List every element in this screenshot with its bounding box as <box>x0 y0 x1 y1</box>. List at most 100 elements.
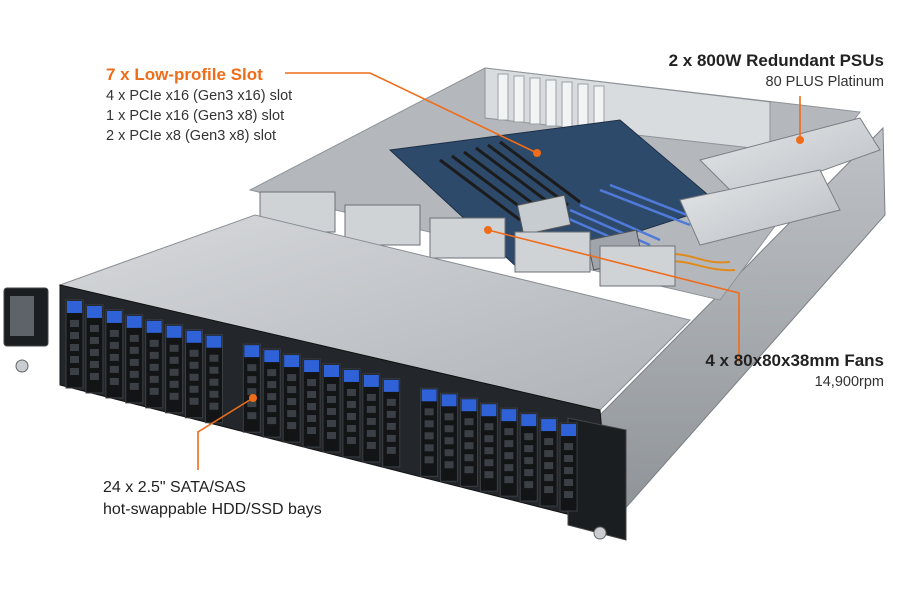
drive-bay-vent <box>424 444 434 452</box>
drive-bay-latch <box>481 404 497 417</box>
drive-bay-latch <box>541 419 557 432</box>
drive-bay-vent <box>327 420 336 427</box>
slot-leader <box>285 72 538 154</box>
drive-bay-vent <box>307 403 317 411</box>
slot-line-1: 4 x PCIe x16 (Gen3 x16) slot <box>106 88 293 104</box>
drive-bay-vent <box>267 405 277 413</box>
drive-bay-latch <box>561 424 577 437</box>
drive-bay-latch <box>186 330 202 343</box>
drive-bay-vent <box>129 382 139 390</box>
drive-bay-vent <box>366 393 376 401</box>
drive-bay-vent <box>209 390 219 398</box>
fans-leader <box>487 229 740 362</box>
drive-bay-vent <box>564 491 574 499</box>
drive-bay-vent <box>189 373 199 381</box>
drive-bay-vent <box>189 361 199 369</box>
drive-bay-latch <box>501 409 517 422</box>
drive-bay-vent <box>524 469 534 477</box>
drive-bay-vent <box>327 432 336 439</box>
slot-annotation: 7 x Low-profile Slot 4 x PCIe x16 (Gen3 … <box>106 64 292 146</box>
drive-bay-latch <box>461 399 477 412</box>
drive-bay-vent <box>504 464 514 472</box>
drive-bay-vent <box>346 388 356 396</box>
drive-bay-vent <box>346 424 356 432</box>
left-ear-panel <box>10 296 34 336</box>
drive-bay-vent <box>504 452 514 460</box>
drive-bay-latch <box>146 320 162 333</box>
drive-bay-vent <box>267 381 277 389</box>
drive-bay-vent <box>444 461 454 469</box>
psu-title: 2 x 800W Redundant PSUs <box>668 51 884 70</box>
drive-bay-vent <box>424 420 434 428</box>
drive-bay-vent <box>564 479 574 487</box>
drive-bay-vent <box>169 356 179 364</box>
drive-bay-vent <box>70 368 79 375</box>
drive-bay-vent <box>424 432 434 440</box>
fans-subtitle: 14,900rpm <box>814 374 884 390</box>
drive-bay-vent <box>209 378 219 386</box>
drive-bay-vent <box>287 422 297 430</box>
drive-bay-vent <box>484 447 494 455</box>
drive-bay-vent <box>504 428 514 436</box>
drive-bays <box>65 299 578 512</box>
drive-bay-vent <box>287 410 297 418</box>
drive-bay-vent <box>484 471 494 479</box>
drive-bay-latch <box>324 365 339 377</box>
drive-bay-vent <box>544 462 554 470</box>
drive-bay-latch <box>264 350 280 363</box>
drive-bay-vent <box>366 441 376 449</box>
drive-bay-vent <box>89 360 99 368</box>
drive-bay-vent <box>386 446 396 454</box>
drive-bay-vent <box>247 412 257 420</box>
drive-bay-vent <box>544 450 554 458</box>
drive-bay-latch <box>244 345 260 358</box>
drive-bay-vent <box>366 405 376 413</box>
drive-bay-vent <box>366 429 376 437</box>
left-thumbscrew <box>15 359 29 373</box>
drive-bay-vent <box>564 467 574 475</box>
drive-bay-vent <box>189 349 199 357</box>
drive-bay-vent <box>386 422 396 430</box>
bays-annotation: 24 x 2.5" SATA/SAS hot-swappable HDD/SSD… <box>103 477 322 521</box>
drive-bay-vent <box>307 427 317 435</box>
drive-bay-vent <box>109 353 119 361</box>
drive-bay-latch <box>126 315 142 328</box>
drive-bay-latch <box>206 335 222 348</box>
drive-bay-vent <box>366 417 376 425</box>
bays-line-1: 24 x 2.5" SATA/SAS <box>103 479 246 496</box>
drive-bay-latch <box>284 355 300 368</box>
drive-bay-vent <box>327 384 336 391</box>
drive-bay-vent <box>149 375 159 383</box>
drive-bay-vent <box>129 346 139 354</box>
drive-bay-vent <box>464 466 474 474</box>
drive-bay-vent <box>209 354 219 362</box>
drive-bay-vent <box>109 377 119 385</box>
drive-bay-vent <box>464 442 474 450</box>
drive-bay-latch <box>383 379 399 392</box>
drive-bay-vent <box>484 435 494 443</box>
drive-bay-vent <box>129 358 139 366</box>
drive-bay-vent <box>484 459 494 467</box>
drive-bay-latch <box>441 394 457 407</box>
drive-bay-vent <box>287 386 297 394</box>
drive-bay-latch <box>363 374 379 387</box>
drive-bay-vent <box>247 400 257 408</box>
drive-bay-latch <box>421 389 437 402</box>
drive-bay-vent <box>169 368 179 376</box>
drive-bay-vent <box>109 365 119 373</box>
drive-bay-vent <box>109 341 119 349</box>
drive-bay-vent <box>424 408 434 416</box>
fans-title: 4 x 80x80x38mm Fans <box>705 351 884 370</box>
pcie-brackets <box>497 73 605 133</box>
drive-bay-vent <box>386 398 396 406</box>
leader-lines <box>197 72 804 470</box>
drive-bay-latch <box>343 369 359 382</box>
drive-bay-latch <box>86 305 102 318</box>
drive-bay-vent <box>89 324 99 332</box>
drive-bay-vent <box>444 449 454 457</box>
drive-bay-vent <box>247 364 257 372</box>
drive-bay-vent <box>149 387 159 395</box>
drive-bay-vent <box>464 430 474 438</box>
drive-bay-vent <box>189 385 199 393</box>
drive-bay-vent <box>129 370 139 378</box>
